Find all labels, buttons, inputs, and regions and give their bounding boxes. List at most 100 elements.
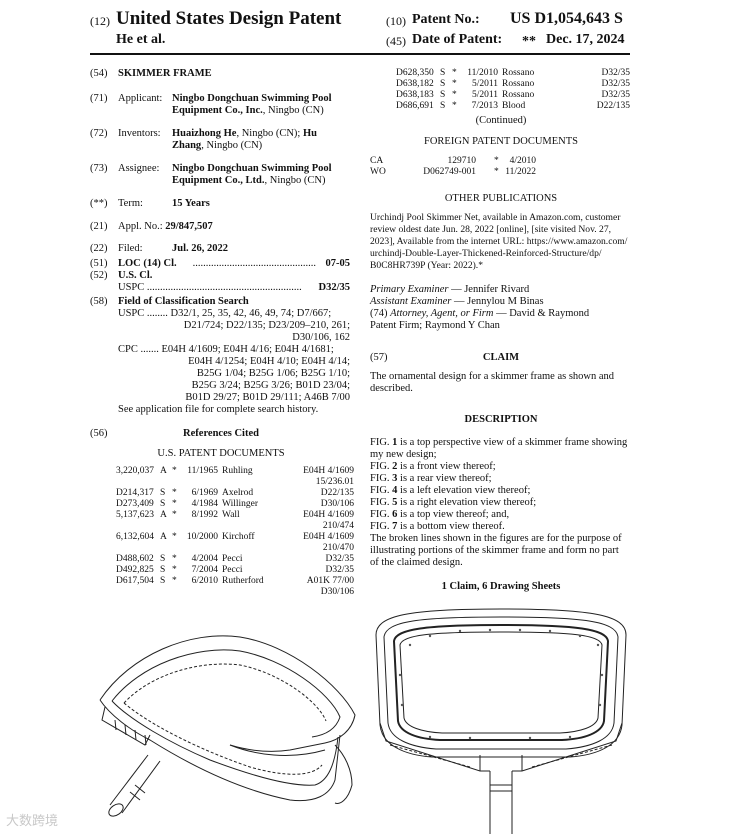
date-stars: ** — [522, 34, 536, 49]
description-line: FIG. 6 is a top view thereof; and, — [370, 509, 509, 521]
description-line: my new design; — [370, 449, 437, 461]
refs-code: (56) — [90, 428, 108, 439]
reference-kind: S — [440, 68, 446, 78]
uspc-label: USPC — [118, 282, 145, 293]
reference-kind: S — [440, 90, 446, 100]
description-text: my new design; — [370, 449, 437, 460]
reference-kind: S — [160, 576, 166, 586]
claims-sheets: 1 Claim, 6 Drawing Sheets — [441, 581, 561, 592]
claim-text-line: described. — [370, 383, 413, 394]
field-line: CPC ....... E04H 4/1609; E04H 4/16; E04H… — [118, 344, 334, 355]
foreign-date: 4/2010 — [509, 156, 536, 166]
assistant-examiner-label: Assistant Examiner — [370, 296, 452, 307]
reference-number: 6,132,604 — [116, 532, 154, 542]
reference-date: 6/1969 — [191, 488, 218, 498]
description-text: FIG. — [370, 485, 393, 496]
reference-class: E04H 4/1609 — [303, 466, 354, 476]
assignee-location: , Ningbo (CN) — [264, 175, 326, 186]
reference-class-cont: D30/106 — [320, 587, 354, 597]
reference-date: 11/2010 — [467, 68, 498, 78]
reference-class: E04H 4/1609 — [303, 510, 354, 520]
reference-date: 7/2004 — [191, 565, 218, 575]
description-text: is a right elevation view thereof; — [397, 497, 537, 508]
assignee-code: (73) — [90, 163, 108, 174]
assignee-name: Equipment Co., Ltd. — [172, 175, 265, 186]
description-line: FIG. 4 is a left elevation view thereof; — [370, 485, 530, 497]
applicant-code: (71) — [90, 93, 108, 104]
figure-number: 6 — [392, 509, 398, 520]
publication-line: B0C8HR739P (Year: 2022).* — [370, 260, 484, 271]
assignee-line-1: Ningbo Dongchuan Swimming Pool — [172, 163, 332, 174]
inventors-line-2: Zhang, Ningbo (CN) — [172, 140, 262, 152]
reference-name: Rossano — [502, 90, 535, 100]
applicant-line-2: Equipment Co., Inc., Ningbo (CN) — [172, 105, 324, 117]
other-pubs-label: OTHER PUBLICATIONS — [444, 193, 558, 204]
figure-number: 7 — [392, 521, 398, 532]
term-value: 15 Years — [172, 198, 210, 209]
reference-star: * — [172, 532, 177, 542]
loc-code: (51) — [90, 258, 108, 269]
description-text: is a left elevation view thereof; — [397, 485, 531, 496]
reference-star: * — [452, 68, 457, 78]
reference-kind: S — [160, 488, 166, 498]
publication-line: 2023], Available from the internet URL: … — [370, 236, 628, 247]
reference-name: Rossano — [502, 79, 535, 89]
loc-leader: ........................................… — [192, 258, 316, 269]
figure-number: 2 — [392, 461, 398, 472]
description-text: is a bottom view thereof. — [397, 521, 505, 532]
figure-number: 1 — [392, 437, 398, 448]
term-label: Term: — [118, 198, 143, 209]
foreign-star: * — [494, 167, 499, 177]
inventor-short: He et al. — [116, 32, 166, 47]
foreign-star: * — [494, 156, 499, 166]
description-line: of the claimed design. — [370, 557, 463, 569]
appl-code: (21) — [90, 221, 108, 232]
reference-class-cont: 15/236.01 — [315, 477, 354, 487]
attorney-firm-cont: Patent Firm; Raymond Y Chan — [370, 320, 500, 331]
reference-class: D32/35 — [601, 79, 631, 89]
description-line: FIG. 7 is a bottom view thereof. — [370, 521, 505, 533]
reference-name: Rossano — [502, 68, 535, 78]
description-heading: DESCRIPTION — [464, 414, 538, 425]
reference-name: Axelrod — [222, 488, 254, 498]
reference-date: 10/2000 — [186, 532, 218, 542]
reference-name: Kirchoff — [222, 532, 255, 542]
reference-kind: S — [160, 565, 166, 575]
description-text: FIG. — [370, 473, 393, 484]
reference-kind: A — [160, 466, 167, 476]
perspective-view-drawing — [99, 635, 356, 817]
foreign-number: 129710 — [447, 156, 477, 166]
reference-name: Wall — [222, 510, 240, 520]
reference-star: * — [172, 576, 177, 586]
appl-number: 29/847,507 — [165, 221, 213, 232]
reference-name: Blood — [502, 101, 526, 111]
reference-name: Pecci — [222, 565, 243, 575]
description-text: FIG. — [370, 509, 393, 520]
term-code: (**) — [90, 198, 108, 209]
attorney-code: (74) — [370, 308, 388, 319]
reference-kind: S — [160, 499, 166, 509]
reference-class: D32/35 — [325, 565, 355, 575]
front-view-drawing — [375, 608, 627, 834]
loc-label: LOC (14) Cl. — [118, 258, 177, 269]
field-line: D30/106, 162 — [292, 332, 350, 343]
reference-star: * — [172, 466, 177, 476]
date-of-patent: Dec. 17, 2024 — [546, 32, 625, 47]
inventor-1: Huaizhong He — [172, 128, 237, 139]
reference-class: D32/35 — [325, 554, 355, 564]
reference-star: * — [172, 565, 177, 575]
foreign-date: 11/2022 — [505, 167, 536, 177]
reference-star: * — [452, 79, 457, 89]
applicant-label: Applicant: — [118, 93, 163, 104]
code-12: (12) — [90, 14, 110, 28]
reference-date: 4/2004 — [191, 554, 218, 564]
description-line: The broken lines shown in the figures ar… — [370, 533, 622, 545]
publication-line: review oldest date Jun. 28, 2022 [online… — [370, 224, 612, 235]
reference-name: Ruhling — [222, 466, 253, 476]
patent-no-label: Patent No.: — [412, 12, 480, 27]
publication-line: Urchindj Pool Skimmer Net, available in … — [370, 212, 621, 223]
description-text: FIG. — [370, 521, 393, 532]
foreign-docs-label: FOREIGN PATENT DOCUMENTS — [423, 136, 579, 147]
reference-class: E04H 4/1609 — [303, 532, 354, 542]
